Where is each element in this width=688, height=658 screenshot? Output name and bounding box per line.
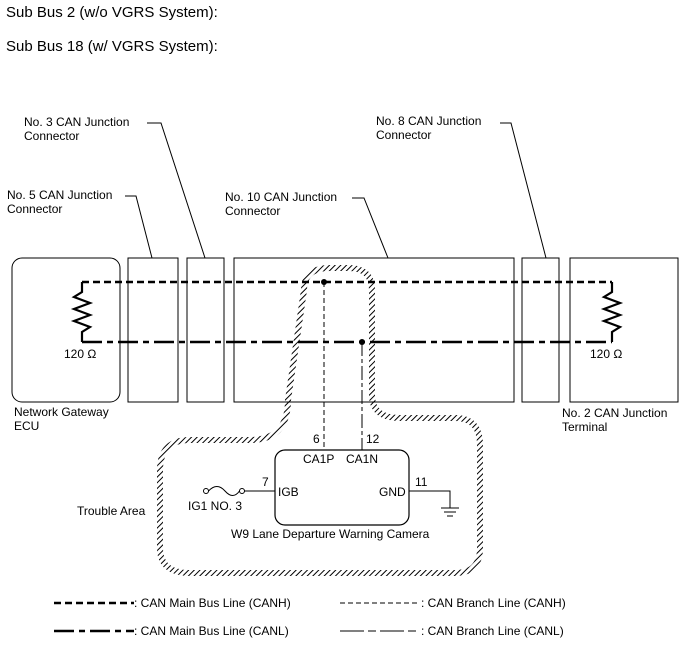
legend-canh-main-label: : CAN Main Bus Line (CANH) [134, 596, 291, 610]
fuse-icon [208, 486, 240, 496]
terminal-gnd-label: GND [379, 485, 406, 499]
terminal-igb-label: IGB [278, 485, 299, 499]
lane-departure-camera-box [274, 449, 410, 526]
fuse-left-terminal [203, 488, 209, 494]
no5-junction-box [127, 257, 179, 403]
gnd-wire [409, 490, 451, 508]
heading-sub-bus-18: Sub Bus 18 (w/ VGRS System): [6, 38, 218, 55]
no10-junction-box [233, 257, 515, 403]
trouble-area-label: Trouble Area [77, 504, 146, 518]
no2-junction-terminal-box [569, 257, 679, 403]
leader-lines [125, 122, 547, 259]
ground-icon [441, 507, 459, 517]
trouble-area-outline [157, 265, 483, 576]
legend-canh-branch-label: : CAN Branch Line (CANH) [421, 596, 566, 610]
terminal-ca1n-label: CA1N [346, 452, 378, 466]
legend-canl-branch-label: : CAN Branch Line (CANL) [421, 624, 564, 638]
terminal-ca1p-label: CA1P [303, 452, 334, 466]
pin-igb-number: 7 [262, 475, 269, 489]
pin-ca1p-number: 6 [313, 432, 320, 446]
resistor-right-icon [600, 282, 624, 342]
pin-ca1n-number: 12 [366, 432, 380, 446]
resistor-left-label: 120 Ω [64, 347, 96, 361]
camera-label: W9 Lane Departure Warning Camera [231, 527, 430, 541]
legend-canl-main-label: : CAN Main Bus Line (CANL) [134, 624, 289, 638]
fuse-label: IG1 NO. 3 [188, 499, 242, 513]
heading-sub-bus-2: Sub Bus 2 (w/o VGRS System): [6, 4, 218, 21]
no8-junction-box [521, 257, 560, 403]
resistor-left-icon [70, 282, 94, 342]
no3-junction-box [186, 257, 225, 403]
fuse-right-terminal [239, 488, 245, 494]
pin-gnd-number: 11 [415, 475, 428, 489]
resistor-right-label: 120 Ω [590, 347, 622, 361]
network-gateway-ecu-box [11, 257, 121, 403]
